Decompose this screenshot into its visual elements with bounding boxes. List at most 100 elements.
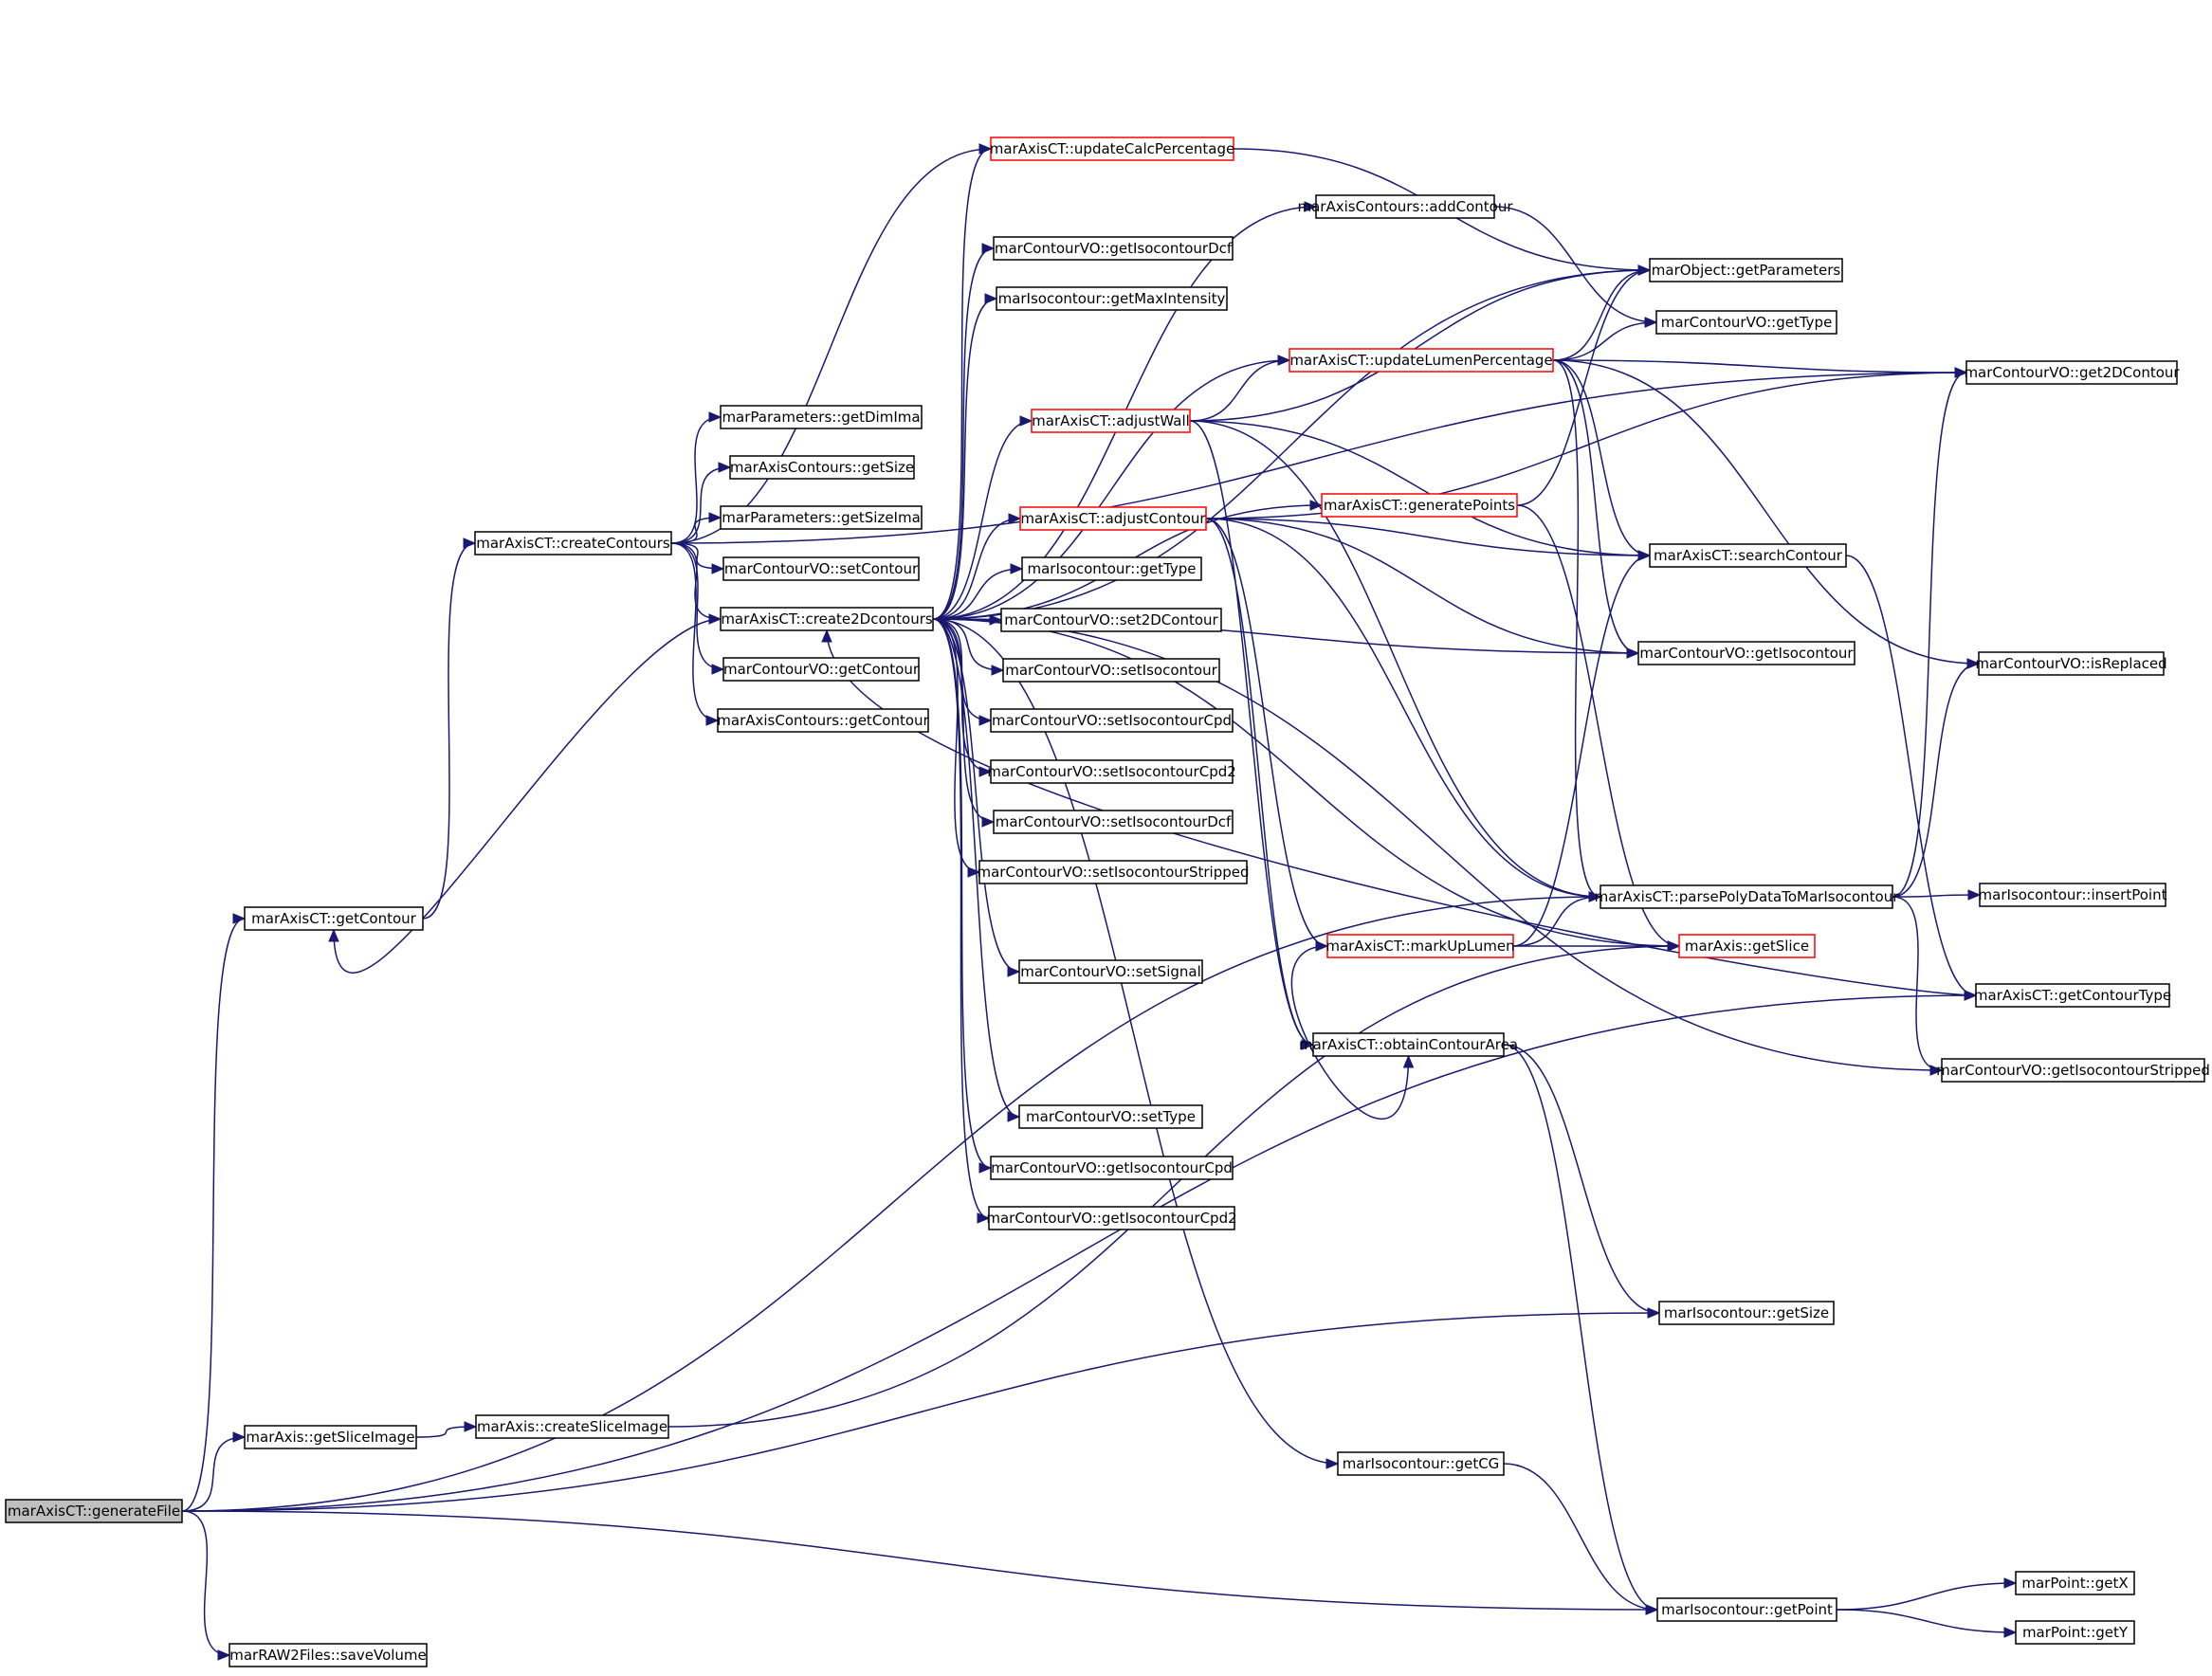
node-isoGetType[interactable]: marIsocontour::getType [1021,556,1202,581]
edge-create2D-to-setIsoDcf [932,618,995,823]
node-set2D[interactable]: marContourVO::set2DContour [1000,608,1222,632]
edge-updateLumen-to-getIso [1552,359,1639,654]
node-box-getSliceImage [244,1425,417,1449]
edge-obtainArea-to-isoGetSize [1503,1044,1660,1314]
node-setIso[interactable]: marContourVO::setIsocontour [1002,658,1220,683]
arrowhead-updateLumen-to-voGetType [1644,317,1658,328]
node-getIsoStripped[interactable]: marContourVO::getIsocontourStripped [1936,1058,2210,1083]
node-box-saveVolume [229,1643,428,1667]
node-setIsoCpd[interactable]: marContourVO::setIsocontourCpd [990,708,1234,733]
edge-create2D-to-getContourCT [333,618,722,974]
node-getContourType[interactable]: marAxisCT::getContourType [1974,983,2171,1008]
node-get2D[interactable]: marContourVO::get2DContour [1964,360,2180,385]
arrowhead-create2D-to-setIsoStripped [967,866,981,878]
node-isReplaced[interactable]: marContourVO::isReplaced [1975,651,2167,676]
node-box-set2D [1000,608,1222,632]
node-voGetContour[interactable]: marContourVO::getContour [722,657,920,682]
arrowhead-getContourType-to-create2D [821,628,832,643]
node-markUpLumen[interactable]: marAxisCT::markUpLumen [1325,934,1515,958]
node-getIsoCpd[interactable]: marContourVO::getIsocontourCpd [990,1156,1234,1180]
node-create2D[interactable]: marAxisCT::create2Dcontours [720,607,934,631]
node-label-isoGetType: marIsocontour::getType [1028,560,1197,577]
node-getIsoCpd2[interactable]: marContourVO::getIsocontourCpd2 [986,1206,1237,1230]
node-parsePoly[interactable]: marAxisCT::parsePolyDataToMarIsocontour [1595,884,1900,909]
edge-parsePoly-to-insertPoint [1892,894,1981,898]
node-getY[interactable]: marPoint::getY [2015,1620,2135,1645]
node-getIsoDcf[interactable]: marContourVO::getIsocontourDcf [993,236,1234,261]
edge-create2D-to-adjustContour [932,518,1021,620]
node-box-create2D [720,607,934,631]
edge-adjustContour-to-searchContour [1205,518,1651,556]
node-box-parsePoly [1600,884,1893,909]
edge-generatePoints-to-getParameters [1516,269,1651,506]
node-box-setType [1018,1104,1203,1129]
edge-adjustWall-to-obtainArea [1189,420,1314,1046]
node-setIsoStripped[interactable]: marContourVO::setIsocontourStripped [977,860,1250,884]
node-insertPoint[interactable]: marIsocontour::insertPoint [1979,883,2167,907]
node-saveVolume[interactable]: marRAW2Files::saveVolume [229,1643,428,1667]
node-getX[interactable]: marPoint::getX [2015,1571,2135,1595]
node-addContour[interactable]: marAxisContours::addContour [1297,194,1513,219]
node-updateLumen[interactable]: marAxisCT::updateLumenPercentage [1289,348,1554,373]
node-getContourCT[interactable]: marAxisCT::getContour [244,906,424,931]
node-getSliceImage[interactable]: marAxis::getSliceImage [244,1425,417,1449]
node-label-insertPoint: marIsocontour::insertPoint [1979,886,2167,903]
arrowhead-createContours-to-acGetSize [718,462,732,473]
node-label-saveVolume: marRAW2Files::saveVolume [229,1647,427,1664]
edge-markUpLumen-to-parsePoly [1512,896,1601,947]
node-obtainArea[interactable]: marAxisCT::obtainContourArea [1299,1032,1518,1057]
edge-create2D-to-getIsoCpd [932,618,992,1169]
node-setSignal[interactable]: marContourVO::setSignal [1018,959,1203,984]
edge-create2D-to-updateLumen [932,359,1290,620]
node-adjustContour[interactable]: marAxisCT::adjustContour [1019,506,1207,531]
arrowhead-parsePoly-to-getIsoStripped [1929,1065,1944,1076]
edges-layer [181,143,2018,1661]
edge-parsePoly-to-isReplaced [1892,663,1980,898]
node-acGetContour[interactable]: marAxisContours::getContour [717,708,930,733]
arrowhead-create2D-to-setIsoDcf [981,816,996,828]
edge-getPoint-to-getX [1836,1582,2017,1611]
arrowhead-createContours-to-getSizeIma [708,512,722,523]
node-getSlice[interactable]: marAxis::getSlice [1678,934,1816,958]
node-getCG[interactable]: marIsocontour::getCG [1337,1451,1505,1476]
arrowhead-create2D-to-addContour [1304,201,1318,212]
node-setIsoDcf[interactable]: marContourVO::setIsocontourDcf [993,810,1234,834]
arrowhead-getPoint-to-getY [2003,1627,2018,1638]
node-generatePoints[interactable]: marAxisCT::generatePoints [1321,493,1518,518]
node-label-updateLumen: marAxisCT::updateLumenPercentage [1289,352,1552,369]
node-adjustWall[interactable]: marAxisCT::adjustWall [1031,409,1191,433]
node-label-setIsoCpd: marContourVO::setIsocontourCpd [992,712,1232,729]
node-box-getSlice [1678,934,1816,958]
node-box-obtainArea [1312,1032,1505,1057]
arrowhead-createContours-to-setContour [711,563,725,574]
node-createContours[interactable]: marAxisCT::createContours [474,531,672,556]
arrowhead-updateLumen-to-getIso [1626,647,1640,659]
node-generateFile[interactable]: marAxisCT::generateFile [5,1499,183,1523]
node-box-generatePoints [1321,493,1518,518]
edge-generateFile-to-getPoint [181,1510,1658,1611]
arrowhead-markUpLumen-to-parsePoly [1588,891,1602,902]
node-box-getMaxInt [996,286,1228,311]
arrowhead-getPoint-to-getX [2003,1577,2018,1589]
node-label-generatePoints: marAxisCT::generatePoints [1324,497,1515,514]
node-isoGetSize[interactable]: marIsocontour::getSize [1658,1301,1835,1325]
node-getIso[interactable]: marContourVO::getIsocontour [1637,641,1856,665]
node-updateCalc[interactable]: marAxisCT::updateCalcPercentage [990,137,1235,161]
node-box-getContourCT [244,906,424,931]
node-setIsoCpd2[interactable]: marContourVO::setIsocontourCpd2 [987,759,1236,784]
node-getMaxInt[interactable]: marIsocontour::getMaxIntensity [996,286,1228,311]
node-acGetSize[interactable]: marAxisContours::getSize [729,455,915,480]
node-box-getCG [1337,1451,1505,1476]
node-createSliceImage[interactable]: marAxis::createSliceImage [475,1414,669,1439]
node-getDimIma[interactable]: marParameters::getDimIma [720,405,923,429]
node-setContour[interactable]: marContourVO::setContour [722,556,920,581]
node-getParameters[interactable]: marObject::getParameters [1649,258,1843,282]
node-getPoint[interactable]: marIsocontour::getPoint [1656,1597,1837,1622]
arrowhead-create2D-to-isoGetType [1010,563,1024,574]
node-searchContour[interactable]: marAxisCT::searchContour [1649,543,1847,568]
node-setType[interactable]: marContourVO::setType [1018,1104,1203,1129]
arrowhead-create2D-to-getIsoCpd [978,1162,993,1174]
node-getSizeIma[interactable]: marParameters::getSizeIma [720,505,923,530]
edge-parsePoly-to-get2D [1892,372,1967,898]
node-voGetType[interactable]: marContourVO::getType [1655,310,1837,335]
